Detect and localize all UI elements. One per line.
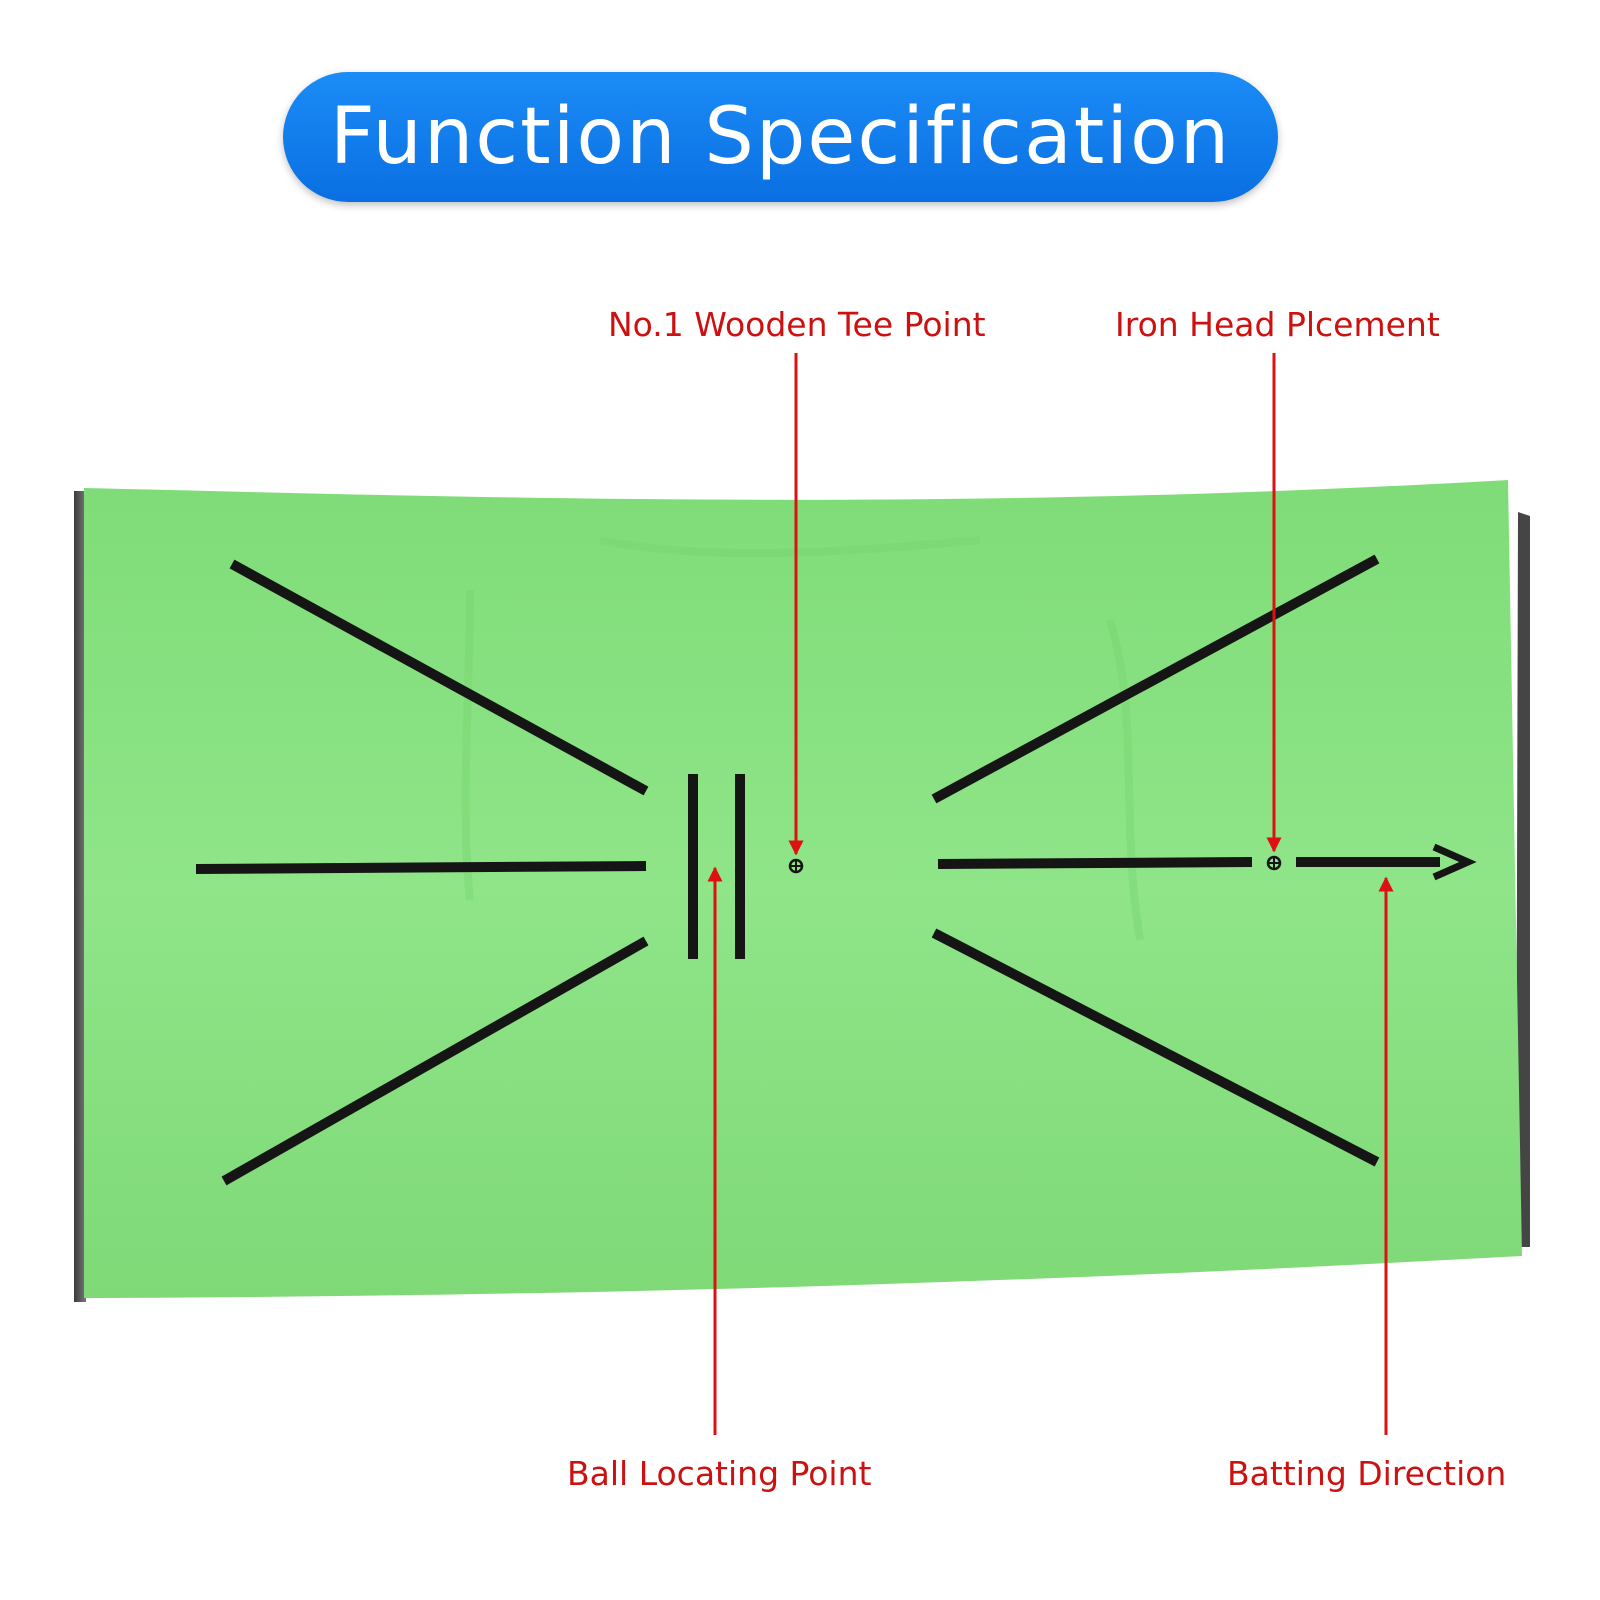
mat-left-edge (74, 491, 86, 1302)
tee-point-label: No.1 Wooden Tee Point (608, 305, 986, 344)
iron-head-label: Iron Head Plcement (1115, 305, 1440, 344)
direction-arrowhead (1432, 843, 1477, 881)
lower-left-diagonal (221, 936, 649, 1186)
iron-head-marker (1266, 855, 1282, 871)
right-center-line (937, 857, 1253, 869)
upper-left-diagonal (229, 559, 649, 796)
practice-mat (74, 480, 1530, 1302)
left-center-line (195, 861, 647, 874)
guide-lines (195, 554, 1440, 1186)
lower-right-diagonal (931, 928, 1380, 1167)
upper-right-diagonal (931, 554, 1380, 804)
tee-point-marker (788, 858, 804, 874)
ball-point-label: Ball Locating Point (567, 1454, 872, 1493)
mat-right-edge (1516, 512, 1530, 1247)
mat-texture (461, 536, 1144, 941)
callout-arrows (707, 353, 1394, 1435)
batting-direction-label: Batting Direction (1227, 1454, 1507, 1493)
page-title: Function Specification (329, 92, 1232, 182)
title-banner: Function Specification (283, 72, 1278, 202)
